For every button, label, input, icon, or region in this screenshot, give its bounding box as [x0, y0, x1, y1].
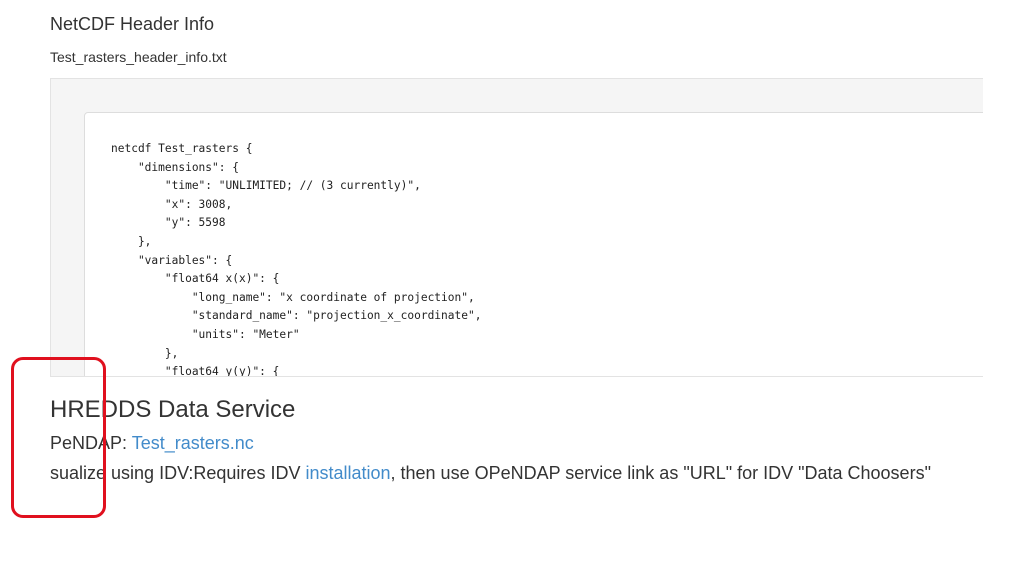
code-line: "y": 5598 — [111, 216, 226, 230]
code-line: "dimensions": { — [111, 160, 239, 174]
opendap-line: PeNDAP: Test_rasters.nc — [50, 433, 254, 454]
opendap-file-link[interactable]: Test_rasters.nc — [131, 433, 254, 453]
code-line: }, — [111, 346, 179, 360]
opendap-label: PeNDAP: — [50, 433, 132, 453]
header-panel: netcdf Test_rasters { "dimensions": { "t… — [50, 78, 983, 377]
code-line: "long_name": "x coordinate of projection… — [111, 290, 475, 304]
header-file-name: Test_rasters_header_info.txt — [50, 49, 227, 65]
idv-suffix-text: , then use OPeNDAP service link as "URL"… — [390, 463, 931, 483]
header-code-block: netcdf Test_rasters { "dimensions": { "t… — [111, 140, 482, 377]
data-service-title: HREDDS Data Service — [50, 396, 296, 423]
code-line: "time": "UNLIMITED; // (3 currently)", — [111, 179, 421, 193]
code-line: "standard_name": "projection_x_coordinat… — [111, 309, 482, 323]
code-line: }, — [111, 234, 152, 248]
netcdf-header-title: NetCDF Header Info — [50, 14, 215, 34]
code-line: "x": 3008, — [111, 197, 233, 211]
idv-prefix-text: sualize using IDV:Requires IDV — [50, 463, 306, 483]
idv-installation-link[interactable]: installation — [305, 463, 391, 483]
idv-line: sualize using IDV:Requires IDV installat… — [50, 463, 931, 484]
code-line: netcdf Test_rasters { — [111, 142, 253, 155]
header-code-panel[interactable]: netcdf Test_rasters { "dimensions": { "t… — [84, 112, 983, 377]
code-line: "float64 x(x)": { — [111, 272, 280, 286]
code-line: "float64 y(y)": { — [111, 365, 280, 377]
code-line: "units": "Meter" — [111, 327, 300, 341]
code-line: "variables": { — [111, 253, 233, 267]
